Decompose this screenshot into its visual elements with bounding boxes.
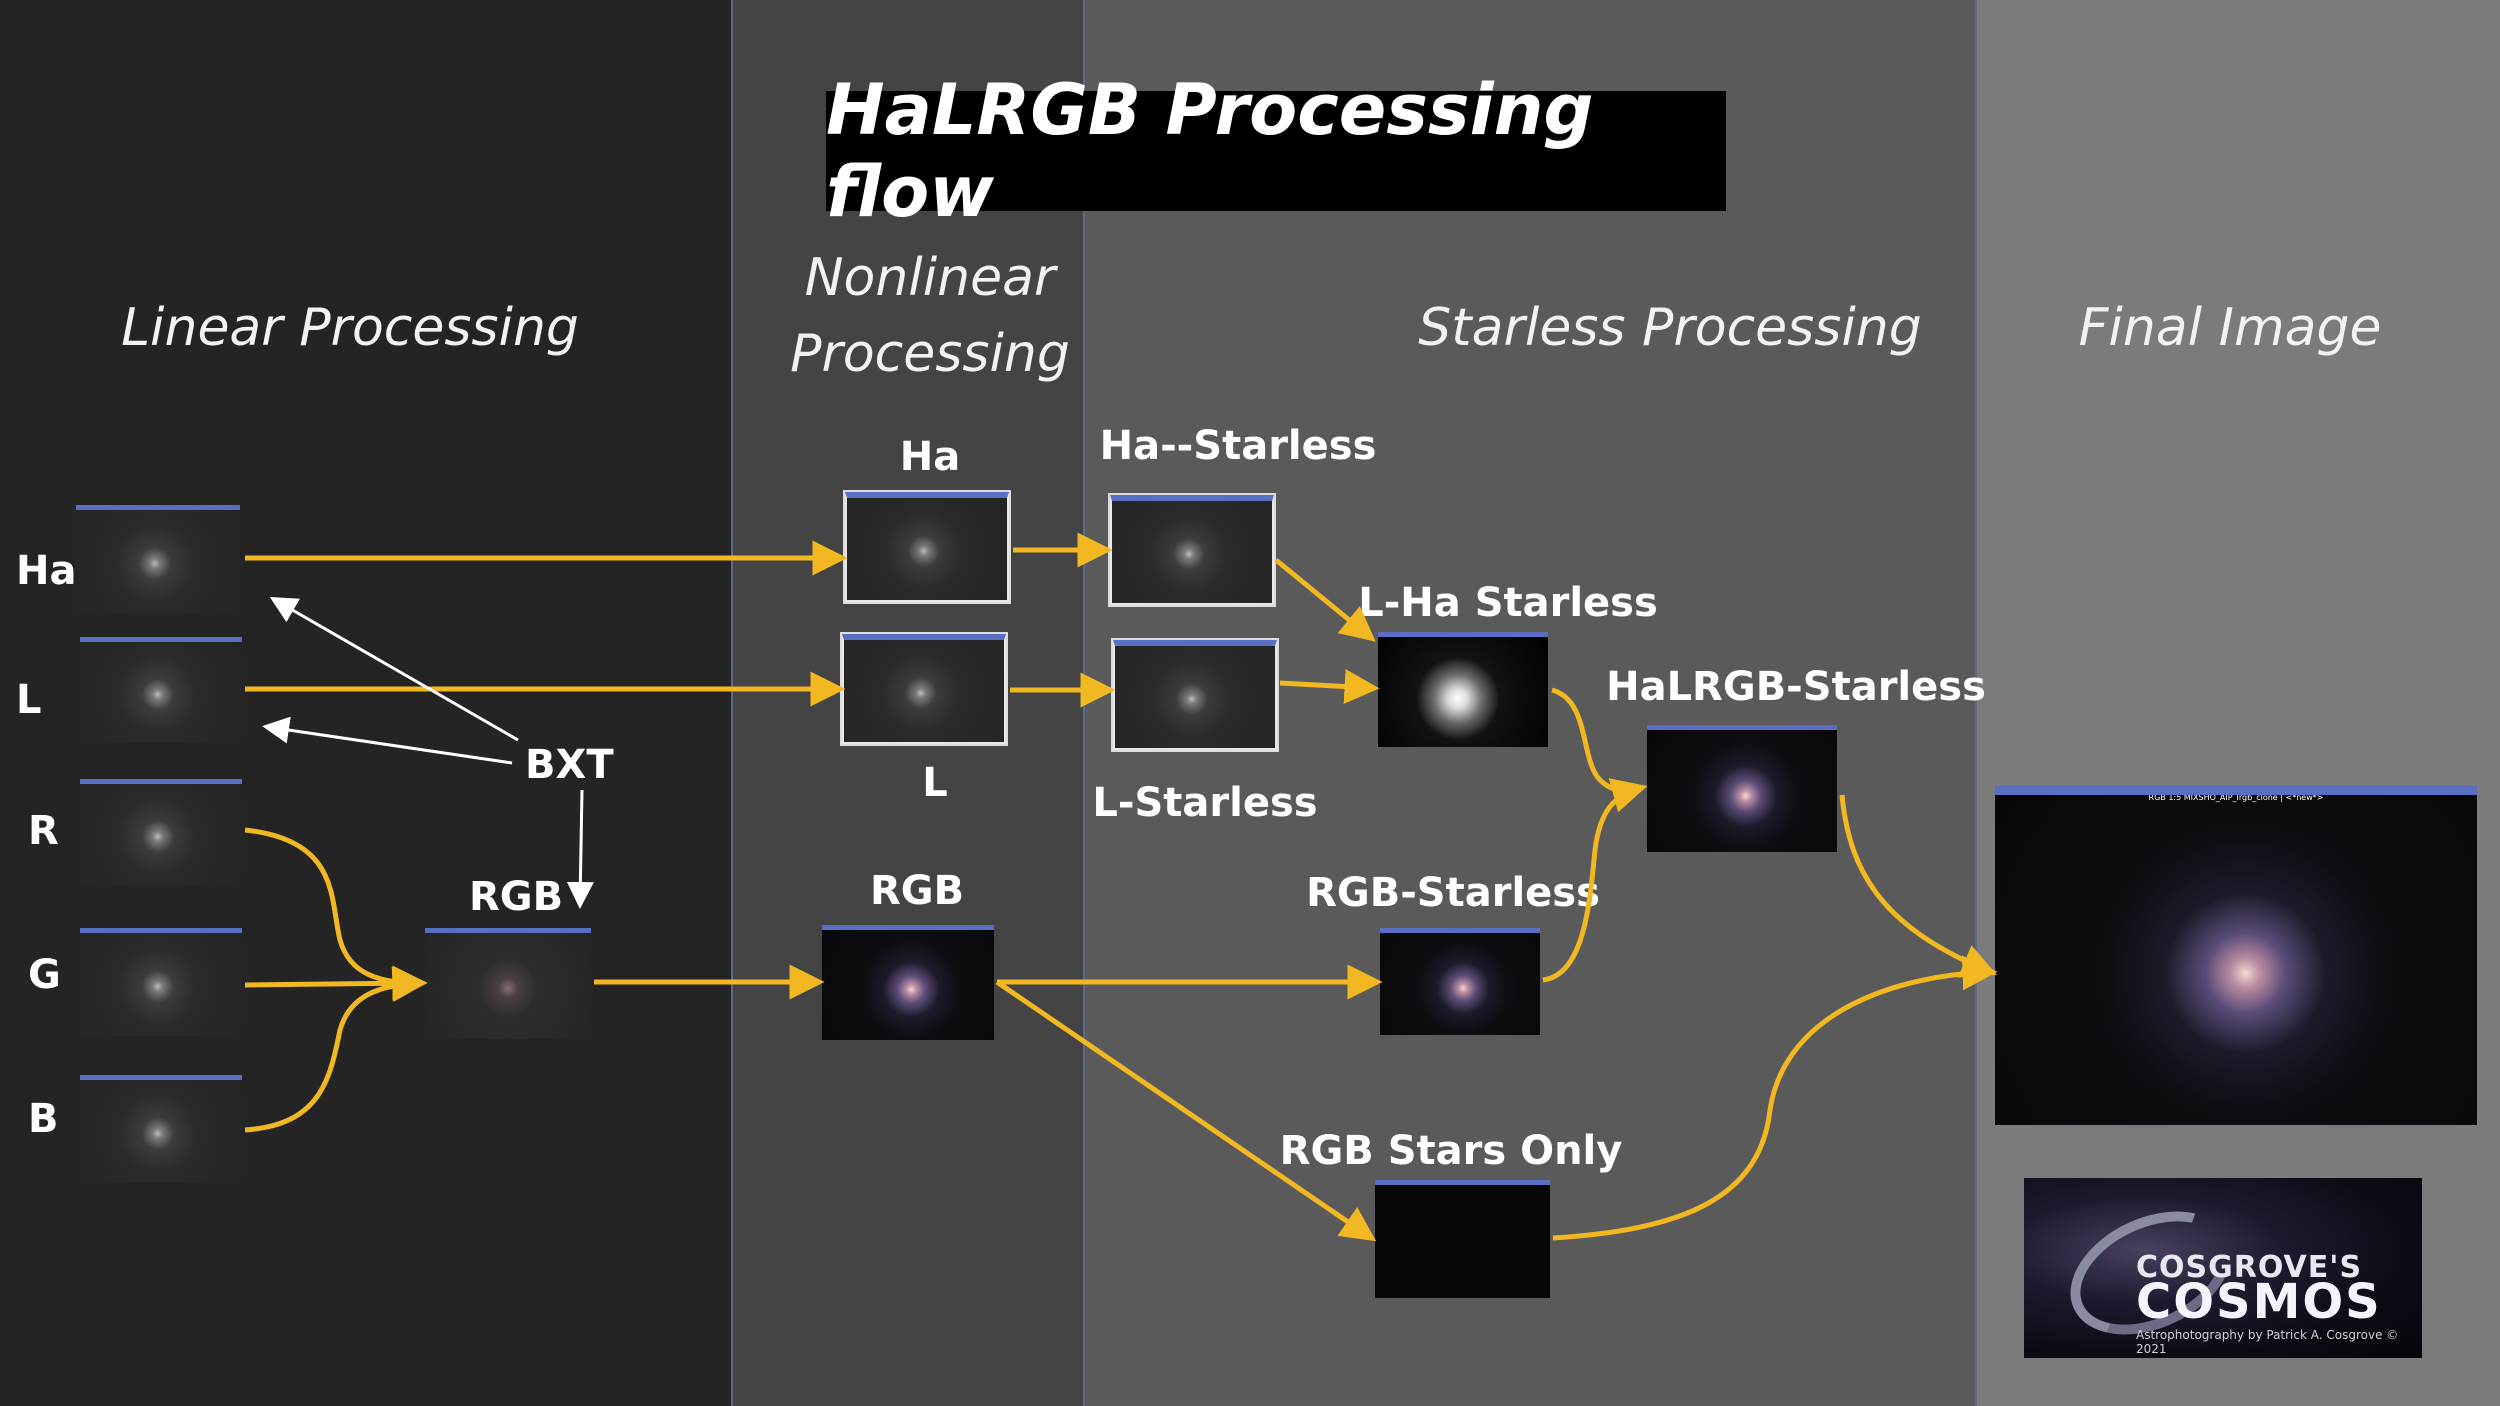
ha-starless-thumbnail <box>1108 493 1276 607</box>
arrow-g-to-rgb <box>244 965 428 1001</box>
label-l-starless: L-Starless <box>1092 780 1318 826</box>
arrow-lha-to-halrgb <box>1551 687 1648 812</box>
label-ha: Ha <box>16 548 77 594</box>
logo-line3: Astrophotography by Patrick A. Cosgrove … <box>2136 1328 2399 1356</box>
arrow-b-to-rgb <box>244 966 428 1133</box>
title-banner: HaLRGB Processing flow <box>826 69 1726 233</box>
arrow-halrgb-to-final <box>1839 794 1997 978</box>
ha-linear-thumbnail <box>76 505 240 613</box>
label-r: R <box>28 808 59 854</box>
section-linear: Linear Processing <box>121 298 579 358</box>
section-starless: Starless Processing <box>1418 298 1922 358</box>
arrow-rgb-nl-to-stars-only <box>995 979 1377 1242</box>
label-g: G <box>28 952 61 998</box>
r-linear-thumbnail <box>80 779 242 885</box>
label-halrgb-starless: HaLRGB-Starless <box>1606 664 1986 710</box>
logo-line1: COSGROVE'S <box>2136 1250 2363 1285</box>
section-nonlinear-line1: Nonlinear <box>804 248 1056 308</box>
label-l: L <box>16 677 42 723</box>
pointer-bxt-to-ha <box>269 597 519 742</box>
arrow-stars-only-to-final <box>1552 955 1998 1241</box>
rgb-nonlinear-thumbnail <box>822 925 994 1040</box>
halrgb-starless-thumbnail <box>1647 725 1837 852</box>
rgb-stars-only-thumbnail <box>1375 1180 1550 1298</box>
arrow-l-starless-to-lha <box>1279 669 1380 704</box>
arrow-rgb-starless-to-halrgb <box>1542 778 1648 983</box>
b-linear-thumbnail <box>80 1075 242 1183</box>
pointer-bxt-to-rgb <box>566 789 594 909</box>
l-linear-thumbnail <box>80 637 242 743</box>
label-l-nonlinear: L <box>922 760 948 806</box>
pointer-bxt-to-l <box>262 716 513 765</box>
label-rgb-stars-only: RGB Stars Only <box>1279 1128 1623 1174</box>
label-rgb-linear: RGB <box>468 874 564 920</box>
rgb-linear-thumbnail <box>425 928 591 1039</box>
l-starless-thumbnail <box>1111 638 1279 752</box>
label-rgb-starless: RGB-Starless <box>1306 870 1600 916</box>
label-rgb-nonlinear: RGB <box>869 868 965 914</box>
g-linear-thumbnail <box>80 928 242 1036</box>
rgb-starless-thumbnail <box>1380 928 1540 1035</box>
final-image-window-title: RGB 1:5 MIXSHO_AIP_Irgb_clone | <*new*> <box>2148 793 2324 802</box>
label-ha-nonlinear: Ha <box>899 434 961 480</box>
cosgroves-cosmos-logo: COSGROVE'S COSMOS Astrophotography by Pa… <box>2024 1178 2422 1358</box>
logo-line2: COSMOS <box>2136 1274 2382 1330</box>
final-image-panel <box>1977 0 2500 1406</box>
label-ha-starless: Ha--Starless <box>1099 423 1377 469</box>
label-bxt: BXT <box>525 742 614 788</box>
arrow-r-to-rgb <box>244 827 428 1001</box>
final-image-thumbnail: RGB 1:5 MIXSHO_AIP_Irgb_clone | <*new*> <box>1995 785 2477 1125</box>
arrow-ha-starless-to-lha <box>1274 558 1376 642</box>
label-b: B <box>28 1096 59 1142</box>
label-lha-starless: L-Ha Starless <box>1358 580 1658 626</box>
lha-starless-thumbnail <box>1378 632 1548 747</box>
ha-nonlinear-thumbnail <box>843 490 1011 604</box>
diagram-title: HaLRGB Processing flow <box>826 69 1594 233</box>
l-nonlinear-thumbnail <box>840 632 1008 746</box>
section-final: Final Image <box>2078 298 2382 358</box>
section-nonlinear-line2: Processing <box>790 324 1070 384</box>
section-nonlinear: Nonlinear Processing <box>770 240 1090 392</box>
